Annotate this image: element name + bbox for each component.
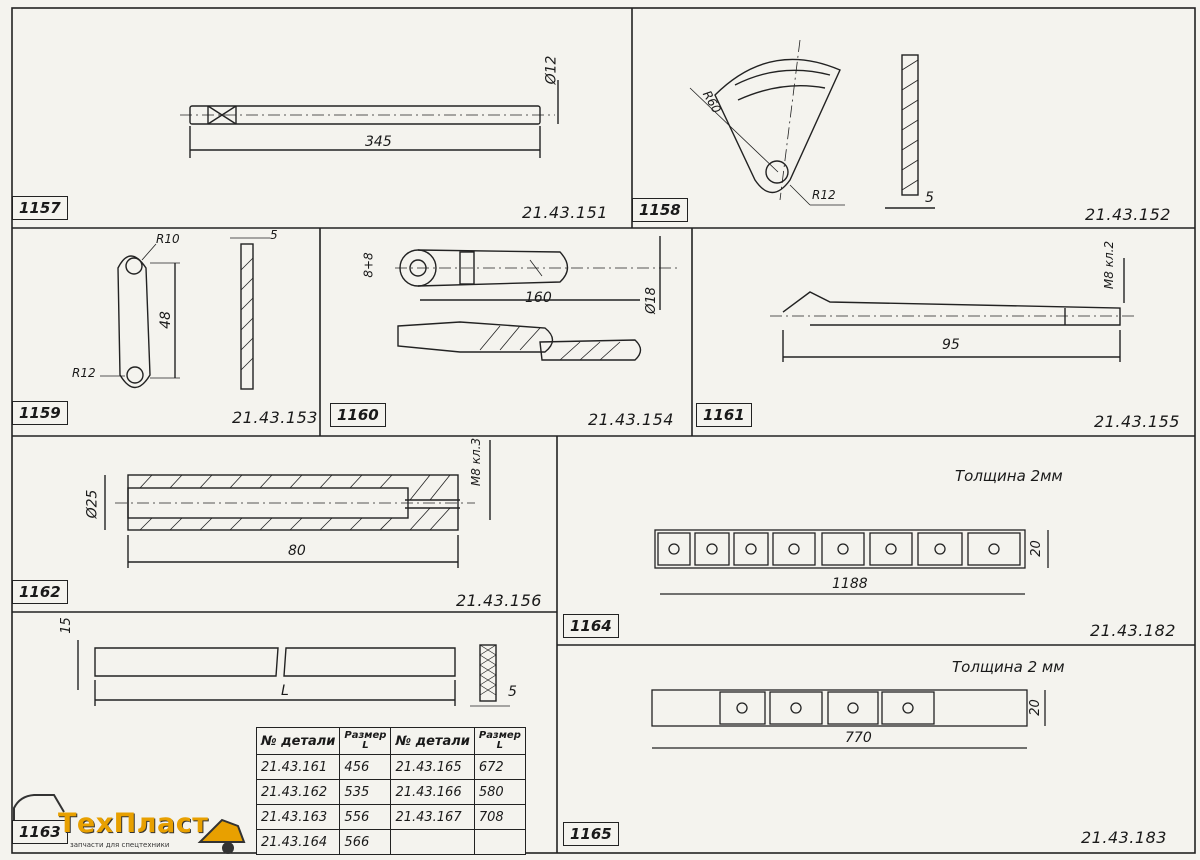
part-code: 21.43.154 [588, 410, 674, 429]
table-cell: 21.43.163 [255, 804, 341, 830]
part-1162-drawing [104, 440, 491, 568]
part-number: 1162 [12, 580, 68, 604]
table-cell: 21.43.164 [255, 829, 341, 855]
dimension-label: R12 [72, 366, 96, 380]
table-cell [473, 829, 526, 855]
dimension-label: 160 [525, 290, 552, 306]
dimension-label: Ø18 [643, 287, 659, 314]
part-1161-drawing [770, 258, 1135, 362]
table-cell: 21.43.161 [255, 754, 341, 780]
dimension-label: 1188 [832, 576, 868, 592]
part-code: 21.43.153 [232, 408, 318, 427]
table-cell: 672 [473, 754, 526, 780]
table-header: Размер L [473, 727, 526, 755]
table-cell: 21.43.167 [390, 804, 475, 830]
table-row: 21.43.163 556 21.43.167 708 [255, 804, 526, 830]
dimension-label: R12 [812, 188, 836, 202]
dimension-label: 5 [508, 684, 517, 700]
table-cell: 535 [339, 779, 392, 805]
part-number: 1163 [12, 820, 68, 844]
part-1158-drawing [689, 39, 935, 209]
table-cell: 708 [473, 804, 526, 830]
table-cell: 580 [473, 779, 526, 805]
table-cell [390, 829, 475, 855]
dimension-label: Ø12 [543, 55, 560, 85]
table-row: 21.43.161 456 21.43.165 672 [255, 754, 526, 780]
part-1157-drawing [180, 80, 559, 158]
part-code: 21.43.156 [456, 591, 542, 610]
dimension-label: 770 [845, 730, 872, 746]
table-row: 21.43.164 566 [255, 829, 526, 855]
dimension-label: 48 [157, 311, 174, 329]
dimension-label: 20 [1028, 540, 1044, 557]
table-cell: 21.43.166 [390, 779, 475, 805]
logo-text: ТехПласт [58, 808, 209, 839]
table-header: № детали [255, 727, 341, 755]
logo-graphic [13, 794, 246, 854]
part-code: 21.43.151 [522, 203, 608, 222]
part-number: 1165 [563, 822, 619, 846]
part-number: 1157 [12, 196, 68, 220]
dimension-label: 20 [1027, 699, 1043, 716]
table-row: 21.43.162 535 21.43.166 580 [255, 779, 526, 805]
dimension-label: L [281, 683, 289, 699]
table-cell: 566 [339, 829, 392, 855]
length-table: № детали Размер L № детали Размер L 21.4… [255, 727, 526, 855]
table-header-row: № детали Размер L № детали Размер L [255, 727, 526, 755]
dimension-label: 15 [58, 617, 74, 634]
logo-subtitle: запчасти для спецтехники [70, 841, 170, 849]
thickness-note: Толщина 2 мм [952, 658, 1065, 676]
dimension-label: 95 [942, 337, 960, 353]
part-1163-drawing [77, 640, 510, 707]
dimension-label: 5 [925, 190, 934, 206]
table-header: Размер L [339, 727, 392, 755]
dimension-label: M8 кл.2 [1102, 240, 1117, 290]
dimension-label: 8+8 [361, 252, 376, 278]
dimension-label: 80 [288, 543, 306, 559]
dimension-label: 5 [270, 228, 278, 242]
dimension-label: R10 [156, 232, 180, 246]
table-cell: 456 [339, 754, 392, 780]
part-code: 21.43.152 [1085, 205, 1171, 224]
part-1160-drawing [395, 236, 680, 361]
part-number: 1159 [12, 401, 68, 425]
part-number: 1160 [330, 403, 386, 427]
part-1164-drawing [654, 529, 1049, 595]
thickness-note: Толщина 2мм [955, 467, 1063, 485]
table-cell: 21.43.162 [255, 779, 341, 805]
part-code: 21.43.183 [1081, 828, 1167, 847]
table-header: № детали [390, 727, 475, 755]
dimension-label: Ø25 [84, 489, 101, 519]
part-number: 1164 [563, 614, 619, 638]
table-cell: 21.43.165 [390, 754, 475, 780]
dimension-label: M8 кл.3 [469, 437, 484, 487]
part-number: 1158 [632, 198, 688, 222]
table-cell: 556 [339, 804, 392, 830]
part-code: 21.43.182 [1090, 621, 1176, 640]
dimension-label: 345 [365, 134, 392, 150]
part-number: 1161 [696, 403, 752, 427]
part-code: 21.43.155 [1094, 412, 1180, 431]
part-1165-drawing [651, 689, 1046, 749]
part-1159-drawing [100, 237, 270, 390]
